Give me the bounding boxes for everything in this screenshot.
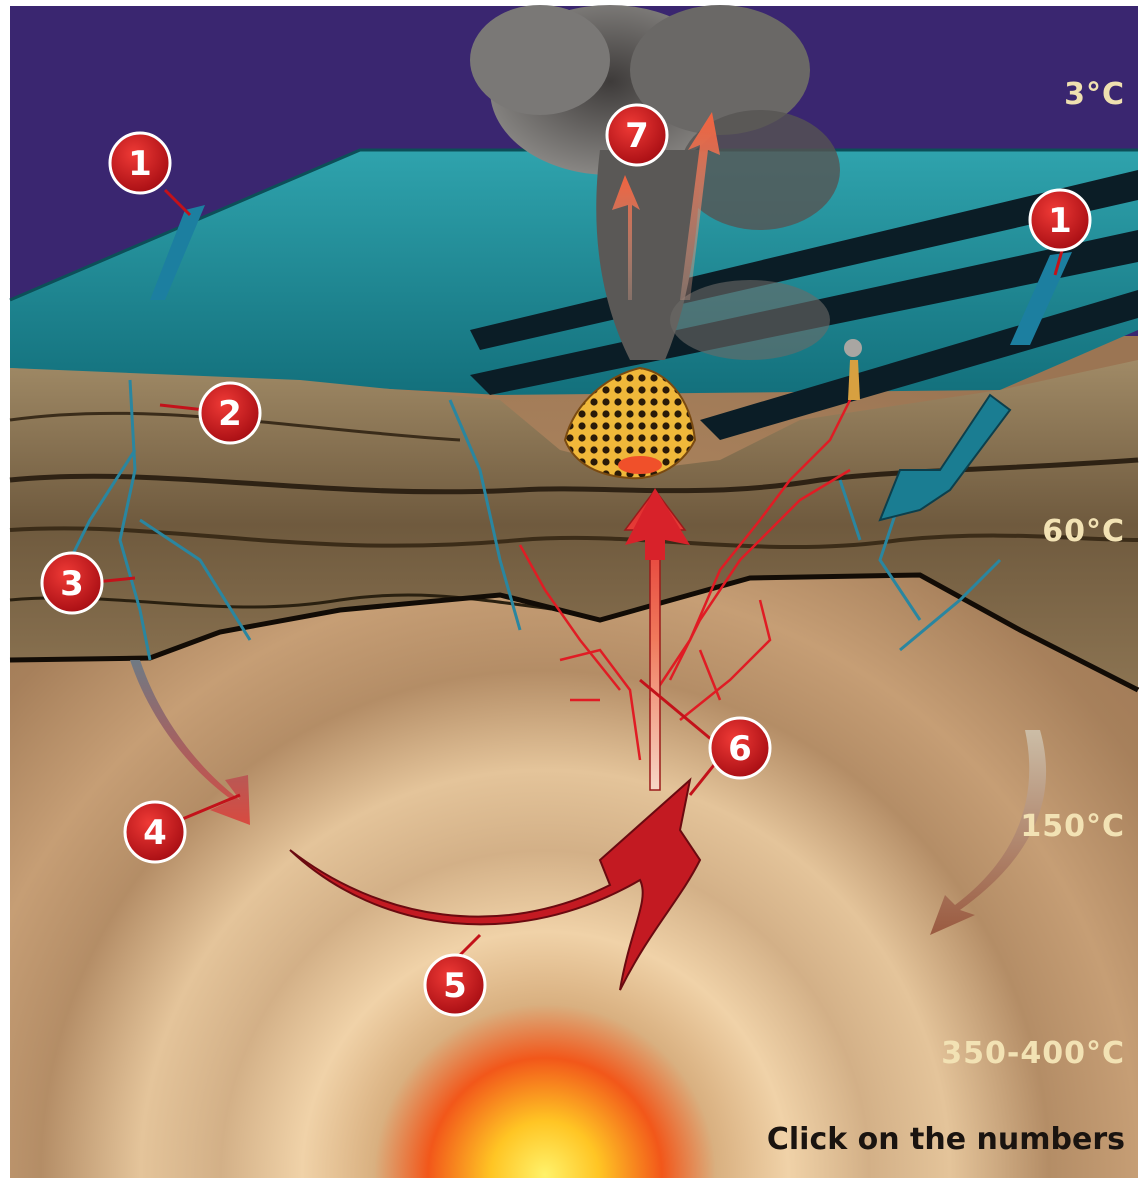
marker-1-right[interactable]: 1 — [1030, 190, 1090, 250]
marker-7[interactable]: 7 — [607, 105, 667, 165]
temp-shallow: 60°C — [1042, 514, 1125, 549]
svg-text:7: 7 — [625, 116, 649, 156]
svg-text:3: 3 — [60, 564, 84, 604]
small-vent — [844, 339, 862, 357]
marker-1-left[interactable]: 1 — [110, 133, 170, 193]
instruction-text: Click on the numbers — [767, 1122, 1125, 1157]
temp-deep: 350-400°C — [941, 1036, 1125, 1071]
svg-text:5: 5 — [443, 966, 467, 1006]
marker-6[interactable]: 6 — [710, 718, 770, 778]
marker-5[interactable]: 5 — [425, 955, 485, 1015]
marker-2[interactable]: 2 — [200, 383, 260, 443]
marker-3[interactable]: 3 — [42, 553, 102, 613]
svg-text:1: 1 — [128, 144, 152, 184]
temp-surface: 3°C — [1064, 77, 1125, 112]
temp-middle: 150°C — [1020, 809, 1125, 844]
marker-4[interactable]: 4 — [125, 802, 185, 862]
svg-text:2: 2 — [218, 394, 242, 434]
svg-text:4: 4 — [143, 813, 167, 853]
svg-text:6: 6 — [728, 729, 752, 769]
svg-text:1: 1 — [1048, 201, 1072, 241]
